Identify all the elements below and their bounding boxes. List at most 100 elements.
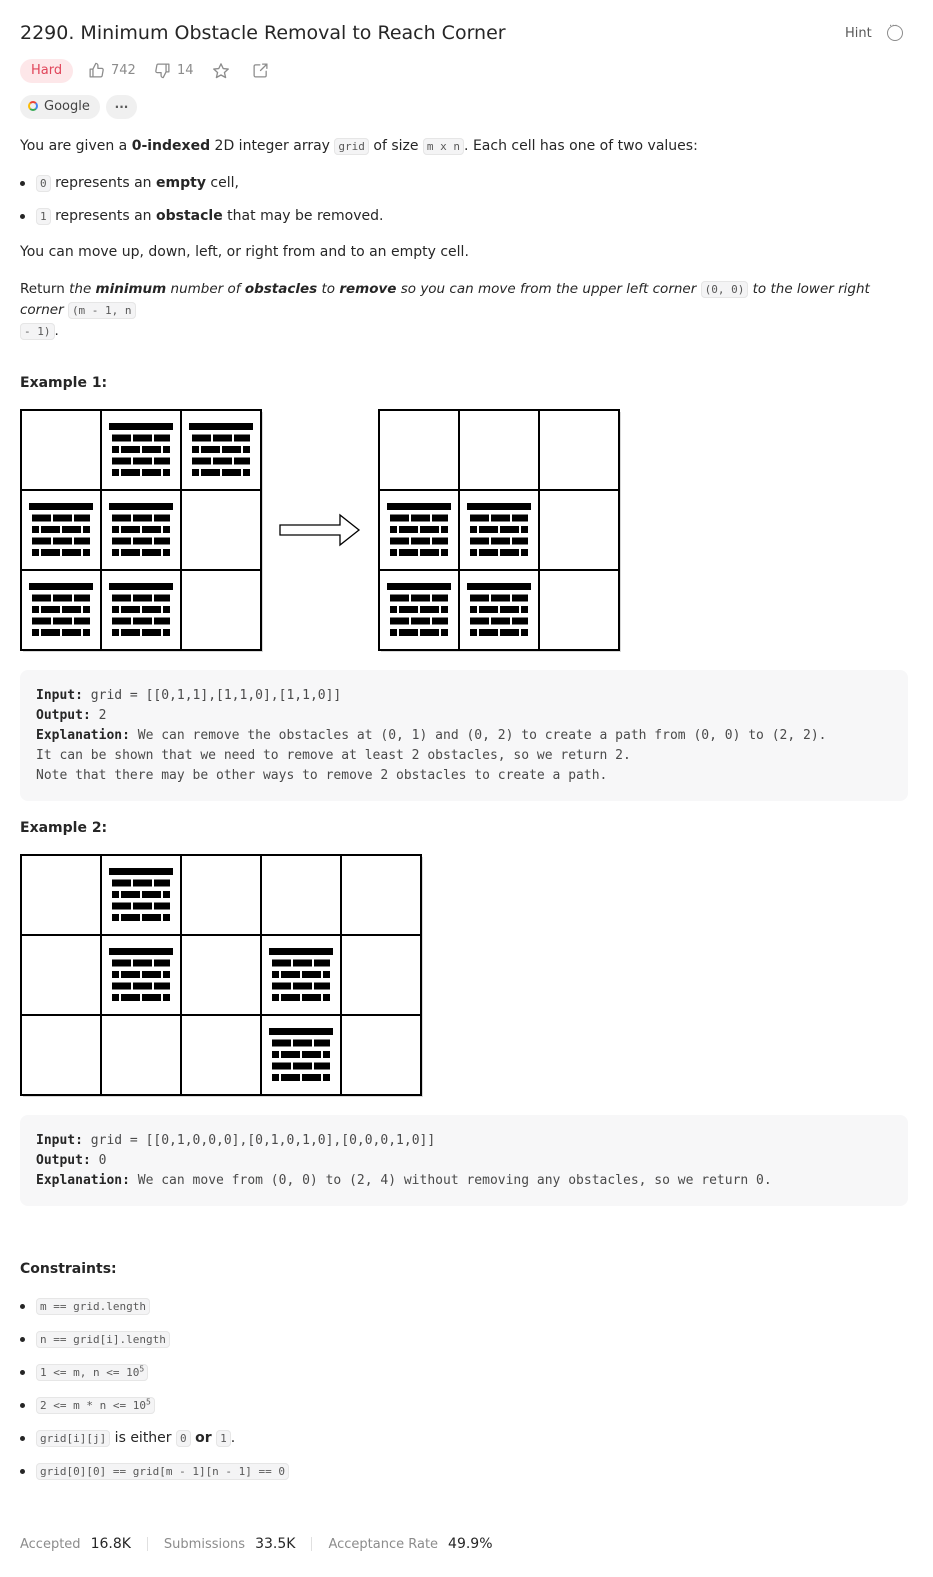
brick: [387, 583, 451, 590]
brick: [243, 469, 250, 476]
brick: [213, 457, 232, 465]
brick: [281, 971, 300, 978]
brick: [467, 583, 531, 590]
brick: [470, 549, 477, 556]
brick: [154, 434, 170, 442]
bullet: [20, 214, 25, 219]
brick: [133, 617, 152, 625]
constraint-5: grid[i][j] is either 0 or 1.: [36, 1428, 235, 1449]
example-1-code-block: Input: grid = [[0,1,1],[1,1,0],[1,1,0]] …: [20, 670, 908, 801]
brick: [420, 526, 439, 533]
brick: [121, 994, 140, 1001]
grid-cell-empty: [20, 854, 102, 936]
brick: [467, 503, 531, 510]
brick: [112, 879, 131, 887]
brick: [269, 948, 333, 955]
brick: [74, 537, 90, 545]
brick: [420, 629, 439, 636]
constraint-3: 1 <= m, n <= 105: [36, 1362, 149, 1383]
brick: [302, 994, 321, 1001]
share-button[interactable]: [252, 62, 269, 79]
brick: [272, 1074, 279, 1081]
brick: [272, 1039, 291, 1047]
brick: [154, 457, 170, 465]
brick: [441, 526, 448, 533]
brick: [121, 914, 140, 921]
brick: [390, 594, 409, 602]
brick: [112, 526, 119, 533]
brick: [441, 549, 448, 556]
dislike-button[interactable]: 14: [154, 62, 194, 79]
inline-code: 1 <= m, n <= 105: [36, 1364, 149, 1381]
problem-title: 2290. Minimum Obstacle Removal to Reach …: [20, 22, 506, 44]
brick: [272, 959, 291, 967]
brick: [390, 526, 397, 533]
inline-code: grid[i][j]: [36, 1430, 111, 1447]
brick: [512, 594, 528, 602]
text: cell,: [205, 175, 239, 191]
brick: [411, 617, 430, 625]
brick: [512, 514, 528, 522]
brick: [133, 434, 152, 442]
more-options-icon[interactable]: [887, 21, 903, 41]
brick: [32, 537, 51, 545]
description-paragraph-3: Return the minimum number of obstacles t…: [20, 279, 913, 342]
brick: [314, 959, 330, 967]
text-italic: to the lower right corner: [20, 281, 870, 318]
favorite-button[interactable]: [212, 62, 230, 80]
hint-button[interactable]: Hint: [845, 26, 872, 41]
constraint-2: n == grid[i].length: [36, 1329, 170, 1350]
brick: [201, 469, 220, 476]
obstacle-wall-icon: [467, 503, 531, 556]
obstacle-wall-icon: [109, 868, 173, 921]
obstacle-wall-icon: [109, 583, 173, 636]
grid-cell-empty: [538, 569, 620, 651]
more-tags-button[interactable]: ···: [106, 95, 137, 119]
brick: [41, 526, 60, 533]
grid-cell-empty: [20, 934, 102, 1016]
dislike-count: 14: [177, 63, 194, 78]
brick: [74, 617, 90, 625]
brick: [32, 526, 39, 533]
brick: [432, 537, 448, 545]
brick: [109, 868, 173, 875]
brick: [112, 469, 119, 476]
acceptance-rate-value: 49.9%: [448, 1536, 493, 1552]
like-button[interactable]: 742: [88, 62, 136, 79]
text-bold: empty: [156, 175, 206, 191]
brick: [74, 514, 90, 522]
inline-code: m x n: [422, 138, 465, 155]
grid-before: [20, 409, 263, 652]
brick: [314, 1039, 330, 1047]
brick: [192, 434, 211, 442]
brick: [32, 606, 39, 613]
brick: [470, 617, 489, 625]
brick: [83, 526, 90, 533]
bullet: [20, 1370, 25, 1375]
divider: [311, 1537, 313, 1551]
company-tag-google[interactable]: Google: [20, 95, 100, 119]
example-output-value: 2: [90, 708, 107, 723]
text: is either: [110, 1430, 177, 1446]
brick: [281, 1074, 300, 1081]
brick: [479, 549, 498, 556]
obstacle-wall-icon: [109, 423, 173, 476]
brick: [109, 583, 173, 590]
grid-cell-empty: [100, 1014, 182, 1096]
brick: [112, 959, 131, 967]
brick: [470, 514, 489, 522]
brick: [112, 514, 131, 522]
brick: [29, 503, 93, 510]
share-icon: [253, 63, 268, 78]
brick: [154, 902, 170, 910]
example-output-value: 0: [90, 1153, 107, 1168]
brick: [491, 537, 510, 545]
brick: [142, 914, 161, 921]
brick: [234, 434, 250, 442]
brick: [142, 549, 161, 556]
brick: [163, 469, 170, 476]
brick: [83, 629, 90, 636]
brick: [53, 514, 72, 522]
brick: [112, 971, 119, 978]
brick: [112, 549, 119, 556]
